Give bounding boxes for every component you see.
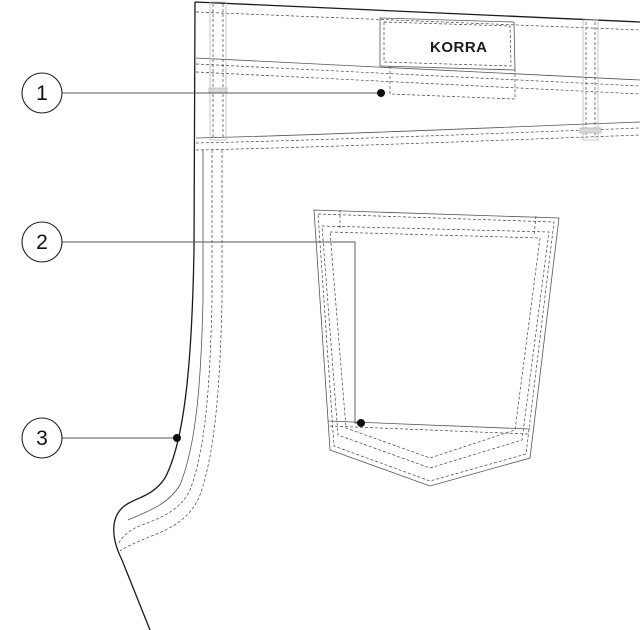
pocket-stitch-outer bbox=[317, 213, 555, 482]
pocket-stitch-inner bbox=[321, 225, 550, 469]
callout-2-number: 2 bbox=[36, 231, 48, 254]
yoke-stitch-2 bbox=[195, 134, 640, 151]
waistband-lower-edge bbox=[195, 57, 640, 81]
callout-3-number: 3 bbox=[36, 427, 48, 450]
brand-label-stitch bbox=[383, 21, 512, 67]
belt-loop-right-bartack bbox=[579, 127, 602, 134]
callout-3: 3 bbox=[21, 417, 181, 459]
waistband-lower-stitch-1 bbox=[195, 63, 640, 87]
waistband: KORRA bbox=[195, 1, 640, 151]
pocket-stitch-inner-2 bbox=[329, 231, 541, 459]
callout-2-circle bbox=[21, 221, 63, 263]
brand-label-tail bbox=[389, 66, 516, 100]
waistband-lower-stitch-2 bbox=[195, 71, 640, 95]
pocket-bottom-bar-stitch bbox=[329, 425, 529, 435]
belt-loop-left bbox=[209, 1, 227, 141]
pocket-top-corner-right bbox=[533, 215, 537, 237]
side-seam-outline bbox=[113, 1, 196, 630]
callout-1-circle bbox=[21, 72, 63, 114]
garment-body bbox=[113, 1, 640, 630]
callout-3-circle bbox=[21, 417, 63, 459]
callout-2-leader bbox=[62, 241, 361, 424]
back-pocket bbox=[313, 209, 560, 487]
callout-1: 1 bbox=[21, 72, 385, 114]
side-seam-stitch-inner bbox=[119, 150, 223, 552]
belt-loop-left-bartack bbox=[208, 87, 228, 94]
callout-1-dot bbox=[377, 89, 385, 97]
belt-loop-left-stitch bbox=[212, 4, 224, 138]
callout-3-dot bbox=[173, 434, 181, 442]
callout-2: 2 bbox=[21, 221, 365, 427]
yoke-stitch-1 bbox=[195, 127, 640, 144]
callout-2-dot bbox=[357, 419, 365, 427]
top-edge-outline bbox=[194, 1, 640, 23]
callout-1-number: 1 bbox=[36, 82, 48, 105]
side-seam-panel-line bbox=[127, 150, 204, 521]
belt-loop-right bbox=[582, 19, 599, 141]
yoke-seam bbox=[195, 121, 640, 139]
brand-label-text: KORRA bbox=[430, 39, 488, 56]
pocket-outline bbox=[313, 209, 560, 487]
side-seam-stitch-outer bbox=[117, 150, 213, 546]
belt-loop-right-stitch bbox=[585, 22, 596, 138]
waistband-top-stitch bbox=[195, 11, 640, 31]
